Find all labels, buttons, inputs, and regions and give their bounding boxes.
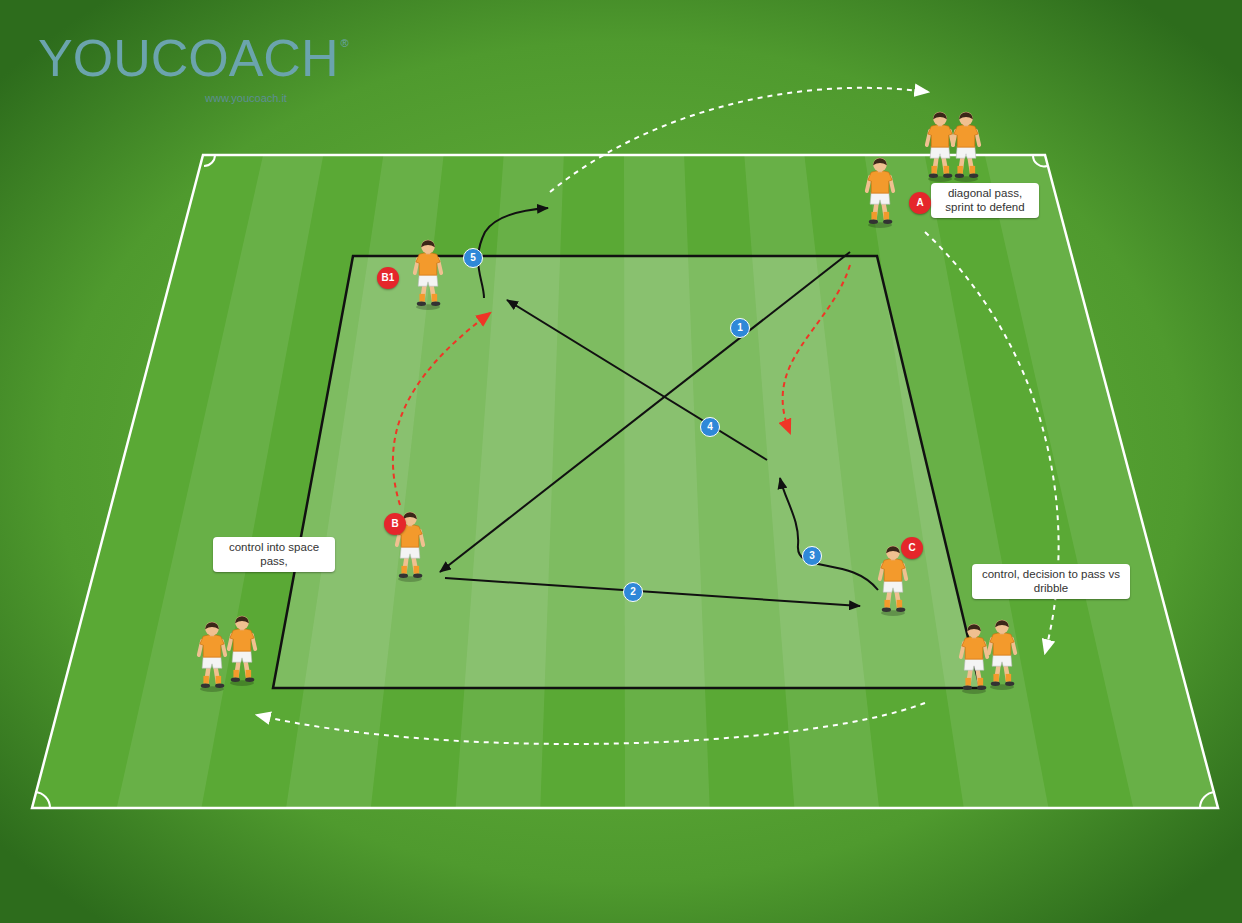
pass-and-dribble-arrows — [440, 208, 878, 606]
runs-without-ball — [393, 265, 850, 505]
player-label: B1 — [377, 267, 399, 289]
field-surface — [32, 155, 1218, 808]
player-figure — [199, 622, 225, 692]
callout-number: 2 — [623, 582, 643, 602]
note-text: diagonal pass, sprint to defend — [937, 186, 1033, 215]
players — [199, 112, 1015, 694]
note-text: control into space pass, — [219, 540, 329, 569]
mow-stripes — [117, 155, 1218, 808]
watermark-url: www.youcoach.it — [205, 92, 287, 105]
player-figure — [229, 616, 255, 686]
note-box: diagonal pass, sprint to defend — [931, 183, 1039, 218]
callout-number: 4 — [700, 417, 720, 437]
watermark-logo: YOUCOACH — [38, 32, 338, 84]
note-box: control, decision to pass vs dribble — [972, 564, 1130, 599]
callout-number: 1 — [730, 318, 750, 338]
drill-square — [273, 256, 980, 688]
player-label: C — [901, 537, 923, 559]
player-figure — [415, 240, 441, 310]
player-figure — [961, 624, 987, 694]
callout-number: 3 — [802, 546, 822, 566]
note-box: control into space pass, — [213, 537, 335, 572]
player-label: A — [909, 192, 931, 214]
rotation-arrows — [257, 88, 1059, 744]
player-figure — [927, 112, 953, 182]
corner-arcs — [35, 155, 1215, 808]
player-figure — [880, 546, 906, 616]
registered-mark: ® — [340, 38, 348, 49]
player-figure — [953, 112, 979, 182]
player-figure — [867, 158, 893, 228]
note-text: control, decision to pass vs dribble — [978, 567, 1124, 596]
field-boundary — [32, 155, 1218, 808]
callout-number: 5 — [463, 248, 483, 268]
player-label: B — [384, 513, 406, 535]
player-figure — [989, 620, 1015, 690]
field — [32, 155, 1218, 808]
